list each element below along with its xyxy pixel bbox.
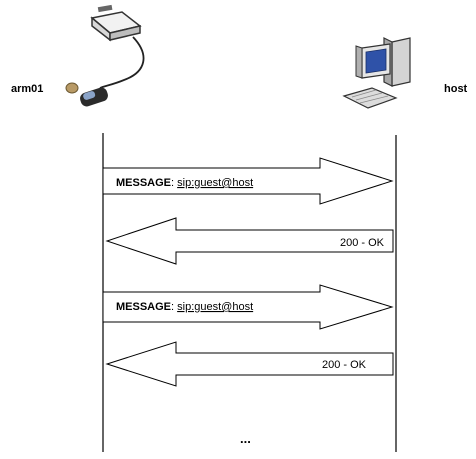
message-uri: sip:guest@host bbox=[177, 177, 253, 189]
svg-text:MESSAGE: sip:guest@host: MESSAGE: sip:guest@host bbox=[116, 301, 253, 313]
node-label-arm01: arm01 bbox=[11, 83, 43, 95]
message-arrow: MESSAGE: sip:guest@host bbox=[102, 157, 394, 205]
node-label-host: host bbox=[444, 83, 468, 95]
message-method: MESSAGE bbox=[116, 177, 171, 189]
message-uri: sip:guest@host bbox=[177, 301, 253, 313]
desktop-computer-icon bbox=[342, 37, 411, 109]
response-text: 200 - OK bbox=[340, 237, 385, 249]
response-arrow: 200 - OK bbox=[105, 341, 394, 387]
message-method: MESSAGE bbox=[116, 301, 171, 313]
message-arrow: MESSAGE: sip:guest@host bbox=[102, 284, 394, 330]
device-with-remote-icon bbox=[65, 4, 145, 107]
response-text: 200 - OK bbox=[322, 359, 367, 371]
message-separator: : bbox=[171, 301, 174, 313]
message-separator: : bbox=[171, 177, 174, 189]
continuation-ellipsis: ... bbox=[240, 431, 251, 446]
svg-text:MESSAGE: sip:guest@host: MESSAGE: sip:guest@host bbox=[116, 177, 253, 189]
response-arrow: 200 - OK bbox=[105, 217, 394, 265]
